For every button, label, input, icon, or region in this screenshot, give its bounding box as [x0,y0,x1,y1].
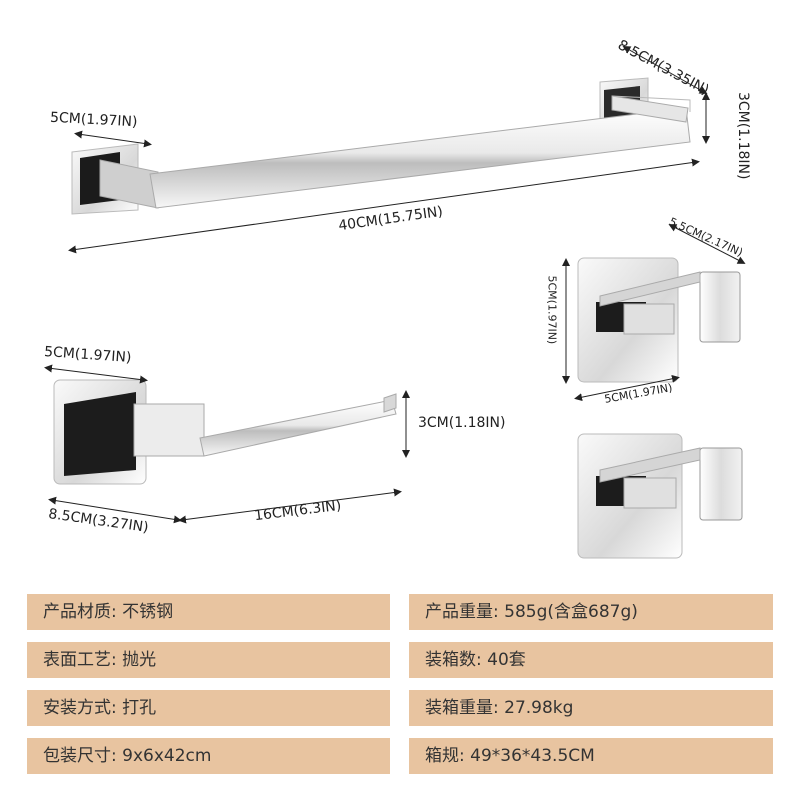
dimension-line [44,364,148,384]
dimension-line [622,46,708,94]
spec-value: 抛光 [122,650,157,670]
spec-material: 产品材质: 不锈钢 [27,594,390,630]
spec-install: 安装方式: 打孔 [27,690,390,726]
paper-holder-image [53,379,397,485]
dimension-line [48,496,182,524]
spec-value: 不锈钢 [122,602,174,622]
spec-label: 安装方式: [43,698,117,718]
spec-label: 箱规: [425,746,465,766]
spec-value: 27.98kg [504,698,574,718]
robe-hook-image [577,433,743,559]
paper-holder-height-label: 3CM(1.18IN) [418,415,506,431]
robe-hook-image [577,257,741,383]
dimension-line [178,488,402,524]
spec-value: 49*36*43.5CM [470,746,595,766]
spec-label: 表面工艺: [43,650,117,670]
towel-bar-image [71,77,691,215]
spec-box-qty: 装箱数: 40套 [409,642,773,678]
dimension-line [668,224,746,264]
spec-box-weight: 装箱重量: 27.98kg [409,690,773,726]
spec-value: 9x6x42cm [122,746,212,766]
towel-bar-height-label: 3CM(1.18IN) [735,92,751,180]
spec-surface: 表面工艺: 抛光 [27,642,390,678]
product-illustrations [44,46,746,559]
hook-height-label: 5CM(1.97IN) [545,275,559,345]
spec-box-dims: 箱规: 49*36*43.5CM [409,738,773,774]
spec-label: 产品重量: [425,602,499,622]
spec-value: 585g(含盒687g) [504,602,638,622]
spec-label: 装箱数: [425,650,482,670]
spec-value: 打孔 [122,698,157,718]
spec-label: 装箱重量: [425,698,499,718]
spec-weight: 产品重量: 585g(含盒687g) [409,594,773,630]
spec-label: 包装尺寸: [43,746,117,766]
spec-label: 产品材质: [43,602,117,622]
dimension-line [68,158,700,254]
dimension-line [74,130,152,148]
dimension-line [574,374,680,402]
spec-pack-size: 包装尺寸: 9x6x42cm [27,738,390,774]
spec-value: 40套 [487,650,526,670]
